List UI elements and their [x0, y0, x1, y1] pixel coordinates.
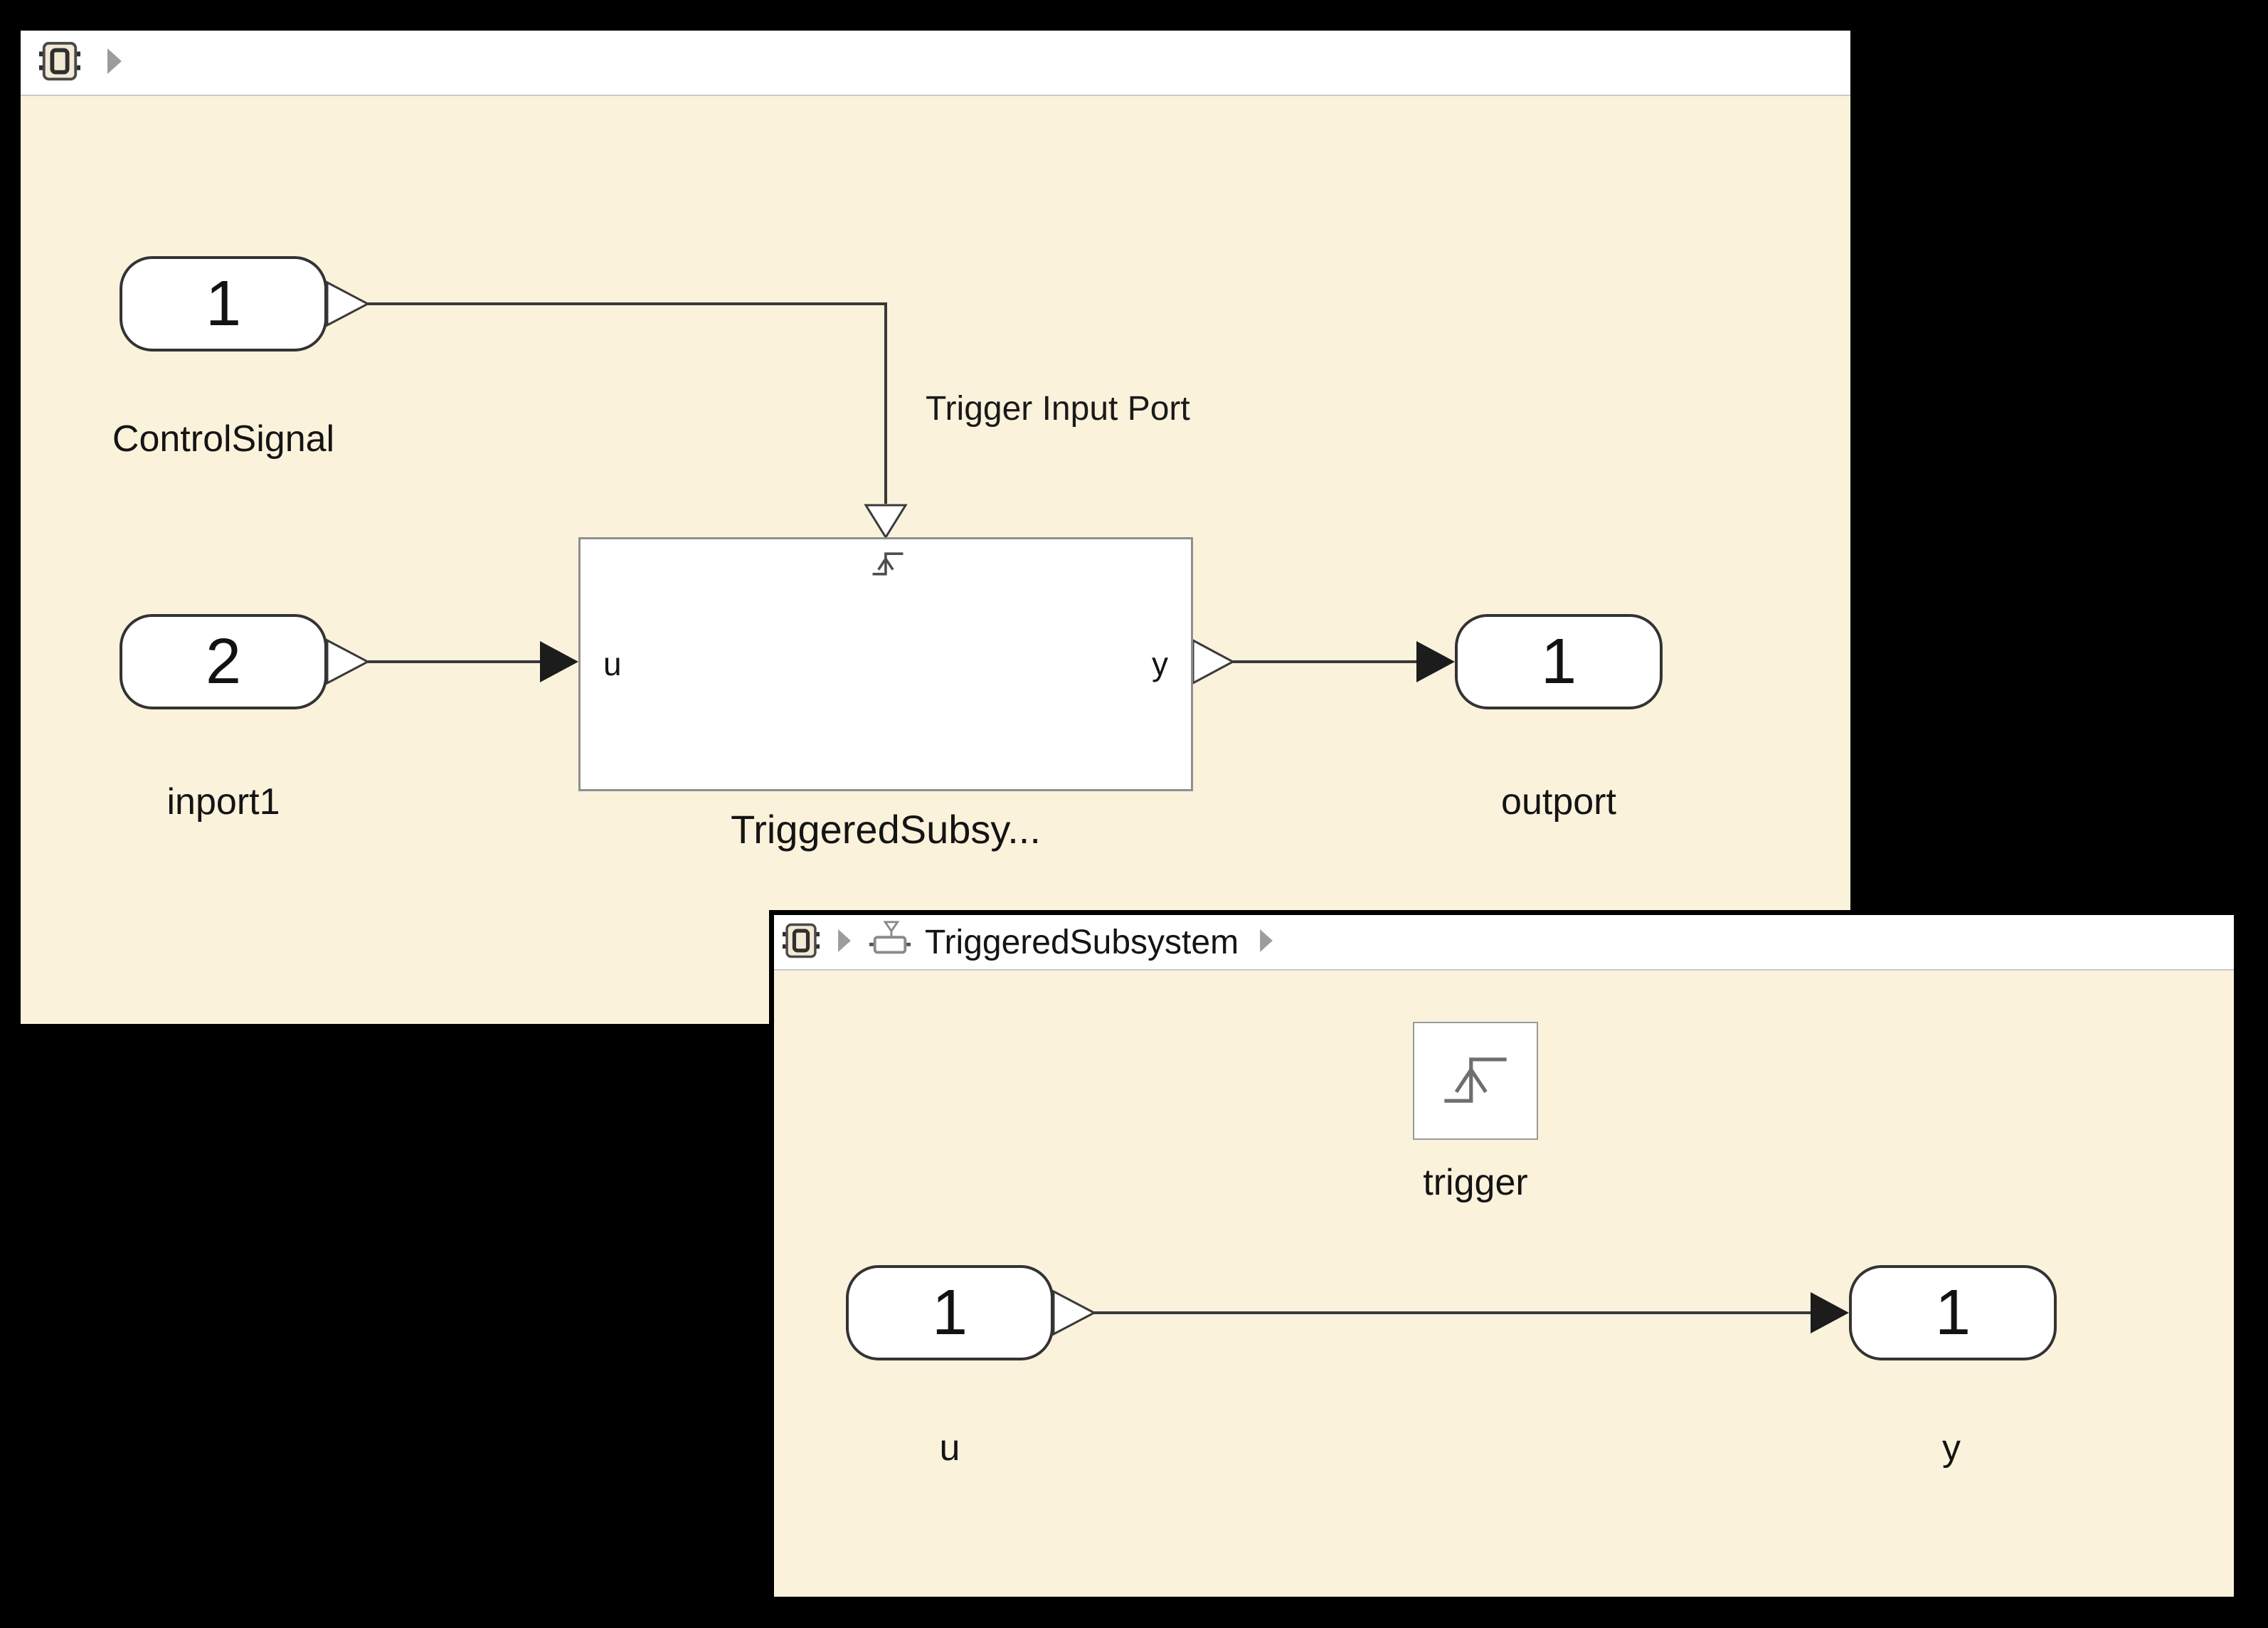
trigger-port-block[interactable]	[1413, 1022, 1538, 1140]
triggered-subsystem-block[interactable]: u y	[578, 537, 1193, 791]
breadcrumb: TriggeredSubsystem	[774, 915, 2234, 971]
breadcrumb-title[interactable]: TriggeredSubsystem	[925, 923, 1239, 961]
inport-block-inport1[interactable]: 2	[120, 614, 327, 709]
trigger-wire[interactable]	[368, 302, 908, 539]
output-port-icon[interactable]	[1052, 1289, 1097, 1336]
inport-block-controlsignal[interactable]: 1	[120, 256, 327, 352]
breadcrumb	[21, 31, 1850, 96]
subsystem-outport-label: y	[1152, 645, 1168, 682]
subsystem-inport-label: u	[603, 645, 622, 682]
model-canvas[interactable]: 1 ControlSignal 2 inport1 Trigger Input …	[21, 96, 1850, 1024]
output-port-icon[interactable]	[1192, 638, 1236, 685]
inport-block-u[interactable]: 1	[846, 1265, 1054, 1360]
model-root-icon[interactable]	[39, 41, 80, 85]
signal-wire-u[interactable]	[368, 641, 578, 682]
outport-block[interactable]: 1	[1455, 614, 1663, 709]
block-label-controlsignal[interactable]: ControlSignal	[112, 418, 335, 460]
subsystem-window: TriggeredSubsystem trigger	[769, 910, 2239, 1602]
block-label-y[interactable]: y	[1942, 1427, 1961, 1469]
port-number: 1	[1540, 625, 1577, 697]
trigger-edge-icon	[1438, 1045, 1512, 1118]
subsystem-canvas[interactable]: trigger 1 u 1 y	[774, 971, 2234, 1597]
port-number: 1	[931, 1276, 968, 1348]
output-port-icon[interactable]	[326, 280, 371, 327]
block-label-outport[interactable]: outport	[1501, 781, 1616, 823]
model-window: 1 ControlSignal 2 inport1 Trigger Input …	[21, 31, 1850, 1024]
chevron-right-icon[interactable]	[838, 929, 851, 956]
output-port-icon[interactable]	[326, 638, 371, 685]
triggered-subsystem-icon[interactable]	[868, 919, 912, 966]
trigger-edge-icon	[869, 546, 906, 584]
signal-wire[interactable]	[1094, 1292, 1849, 1333]
block-label-inport1[interactable]: inport1	[166, 781, 280, 823]
block-label-u[interactable]: u	[939, 1427, 960, 1469]
outport-block-y[interactable]: 1	[1849, 1265, 2057, 1360]
chevron-right-icon[interactable]	[1260, 929, 1273, 956]
chevron-right-icon[interactable]	[107, 48, 122, 78]
port-number: 1	[205, 268, 242, 339]
port-number: 1	[1934, 1276, 1971, 1348]
signal-wire-y[interactable]	[1233, 641, 1455, 682]
block-label-trigger[interactable]: trigger	[1423, 1162, 1528, 1203]
model-root-icon[interactable]	[783, 923, 820, 962]
port-number: 2	[205, 625, 242, 697]
trigger-wire-annotation[interactable]: Trigger Input Port	[926, 390, 1190, 428]
block-label-triggered-subsystem[interactable]: TriggeredSubsy...	[731, 807, 1041, 852]
